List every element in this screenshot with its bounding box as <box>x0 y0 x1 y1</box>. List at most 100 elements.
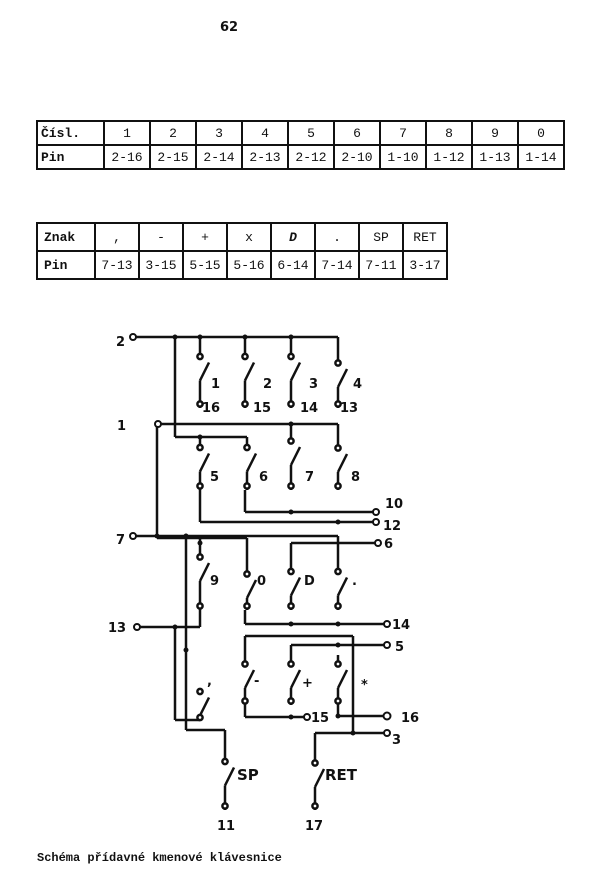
junction-dot <box>197 540 203 546</box>
switch-terminal <box>241 660 249 668</box>
switch-contact <box>198 361 211 382</box>
switch-label: + <box>302 676 313 691</box>
switch-terminal <box>334 359 342 367</box>
terminal-label: 17 <box>305 819 323 834</box>
switch-label: 4 <box>353 377 362 392</box>
switch-terminal <box>243 443 251 452</box>
junction-dot <box>242 334 248 340</box>
switch-label: * <box>361 678 368 693</box>
table-cell: RET <box>402 222 448 252</box>
switch-terminal <box>287 400 295 408</box>
switch-label: 6 <box>259 470 268 485</box>
switch-terminal <box>334 567 342 576</box>
terminal-label: 11 <box>217 819 235 834</box>
terminal-circle <box>383 641 391 649</box>
junction-dot <box>288 621 294 627</box>
terminal-label: 7 <box>116 533 125 548</box>
switch-terminal <box>287 660 295 668</box>
table-cell: SP <box>358 222 404 252</box>
schematic-wires <box>135 335 385 748</box>
table-cell: 2-10 <box>333 144 381 170</box>
switch-contact <box>198 562 211 582</box>
junction-dot <box>172 334 178 340</box>
switch-terminal <box>334 660 342 668</box>
table-cell: 5-16 <box>226 250 272 280</box>
junction-dot <box>288 509 294 515</box>
switch-terminal <box>196 443 204 452</box>
table-cell: 3-15 <box>138 250 184 280</box>
table-header-label: Znak <box>36 222 96 252</box>
table-cell: . <box>314 222 360 252</box>
switch-contact <box>336 669 349 689</box>
table-cell: 7-14 <box>314 250 360 280</box>
terminal-circle <box>154 420 162 428</box>
table-header-label: Čísl. <box>36 120 105 146</box>
switch-label: 7 <box>305 470 314 485</box>
junction-dot <box>288 421 294 427</box>
switch-contact <box>289 361 302 382</box>
table-cell: 9 <box>471 120 519 146</box>
switch-contact <box>245 579 258 599</box>
table-cell: 6-14 <box>270 250 316 280</box>
switch-terminal <box>287 567 295 576</box>
switch-contact <box>245 452 258 473</box>
junction-dot <box>197 434 203 440</box>
terminal-label: 13 <box>108 621 126 636</box>
terminal-label: 16 <box>401 711 419 726</box>
keyboard-schematic: 2 1 7 13 10 12 6 14 5 16 3 11 17 15 16 1… <box>108 333 419 834</box>
junction-dot <box>350 730 356 736</box>
terminal-circle <box>303 713 311 721</box>
junction-dot <box>172 624 178 630</box>
terminal-circle <box>133 623 141 631</box>
junction-dot <box>335 519 341 525</box>
junction-dot <box>288 714 294 720</box>
switch-terminal <box>196 713 204 722</box>
switch-label: SP <box>237 766 259 784</box>
table-pin-label: Pin <box>36 144 105 170</box>
table-cell: 6 <box>333 120 381 146</box>
switch-terminal <box>287 352 295 361</box>
table-cell: 2-15 <box>149 144 197 170</box>
switch-contact <box>198 452 211 473</box>
table-cell: 3-17 <box>402 250 448 280</box>
switch-label: - <box>254 674 259 689</box>
table-cell: 0 <box>517 120 565 146</box>
switch-terminal <box>241 697 249 705</box>
switch-contact <box>289 446 302 466</box>
table-row-pins: Pin 2-16 2-15 2-14 2-13 2-12 2-10 1-10 1… <box>36 144 565 170</box>
table-cell: 1-13 <box>471 144 519 170</box>
switch-terminal <box>334 400 342 408</box>
switch-label: . <box>352 574 357 589</box>
switch-label: RET <box>325 766 358 784</box>
switch-terminal <box>287 482 295 490</box>
pin-label: 14 <box>300 401 318 416</box>
switch-terminal <box>311 802 319 810</box>
switch-terminal <box>287 437 295 445</box>
table-pin-label: Pin <box>36 250 96 280</box>
table-cell: x <box>226 222 272 252</box>
table-cell: 2 <box>149 120 197 146</box>
table-cell: D <box>270 222 316 252</box>
switch-label: 5 <box>210 470 219 485</box>
table-cell: 5-15 <box>182 250 228 280</box>
switch-terminal <box>287 697 295 705</box>
terminal-label: 14 <box>392 618 410 633</box>
table-cell: - <box>138 222 184 252</box>
table-cell: 2-13 <box>241 144 289 170</box>
switch-contact <box>336 453 349 473</box>
table-row-pins: Pin 7-13 3-15 5-15 5-16 6-14 7-14 7-11 3… <box>36 250 448 280</box>
switch-terminal <box>221 802 229 810</box>
switch-label: 1 <box>211 377 220 392</box>
terminal-label: 10 <box>385 497 403 512</box>
switch-label: 2 <box>263 377 272 392</box>
table-cell: 2-12 <box>287 144 335 170</box>
junction-dot <box>335 621 341 627</box>
switch-terminal <box>334 482 342 490</box>
junction-dot <box>183 533 189 539</box>
switch-contact <box>313 768 326 788</box>
junction-dot <box>197 334 203 340</box>
terminal-circle <box>383 620 391 628</box>
terminal-circle <box>374 539 382 547</box>
switch-terminal <box>311 759 319 767</box>
table-cell: + <box>182 222 228 252</box>
